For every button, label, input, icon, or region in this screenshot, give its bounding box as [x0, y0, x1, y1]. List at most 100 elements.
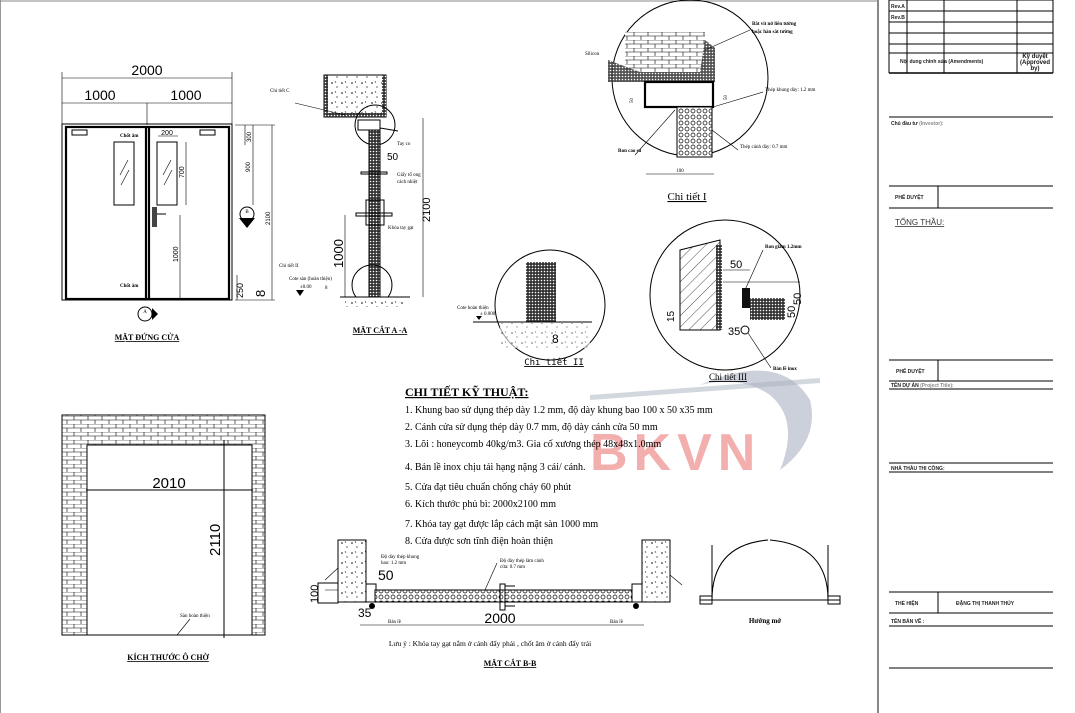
dim-height: 2100 [266, 211, 272, 225]
core-label-1: Giấy tổ ong [397, 172, 421, 178]
dim-50a: 50 [630, 98, 635, 104]
bolt-label-bottom: Chốt âm [120, 284, 139, 289]
opening-title: KÍCH THƯỚC Ô CHỜ [127, 652, 209, 662]
detail-iii-title: Chi tiết III [709, 372, 747, 382]
dim-35: 35 [728, 326, 740, 338]
spec-item: 7. Khóa tay gạt được lắp cách mặt sàn 10… [405, 519, 598, 530]
dim-50: 50 [730, 259, 742, 271]
section-bb-note: Lưu ý : Khóa tay gạt nằm ở cánh đẩy phải… [389, 639, 591, 648]
detail-ii: Cote hoàn thiện ± 0.000 8 Chi tiết II [457, 249, 606, 368]
level-label: ±0.00 [300, 285, 312, 290]
drawing-name-label: TÊN BẢN VẼ : [891, 617, 925, 625]
spec-item: 5. Cửa đạt tiêu chuẩn chống cháy 60 phút [405, 482, 571, 493]
dim-floor-gap: 8 [325, 286, 328, 291]
silicon-label: Silicon [585, 52, 600, 57]
elevation-title: MẶT ĐỨNG CỬA [115, 332, 180, 342]
opening-width: 2010 [152, 475, 185, 492]
swing-direction: Hướng mở [699, 539, 841, 625]
detail-c-label: Chi tiết C [270, 89, 290, 94]
frame-steel-label: Thép khung dày: 1.2 mm [765, 88, 816, 93]
dim-section-height: 2100 [421, 198, 433, 222]
section-b-b: 2000 50 35 100 Độ dày thép khung bao: 1.… [309, 539, 683, 668]
dim-window-height: 700 [179, 166, 186, 178]
dim-right-leaf: 1000 [170, 87, 201, 103]
dim-top: 300 [247, 131, 253, 142]
dim-total-width: 2000 [131, 62, 162, 78]
approved-header: Kỹ duyệt (Approved by) [1020, 54, 1050, 73]
anchor-label-1: Bắt vít nở liên tường [752, 21, 797, 27]
dim-frame-100: 100 [309, 585, 321, 603]
detail-ii-label: Chi tiết II [279, 264, 299, 269]
frame-gasket-label: Ron giảm 1.2mm [765, 245, 802, 250]
dim-door-width: 2000 [484, 610, 515, 626]
specs-heading: CHI TIẾT KỸ THUẬT: [405, 384, 528, 399]
dim-50b: 50 [724, 95, 729, 101]
detail-i-title: Chi tiết I [667, 191, 706, 203]
dim-bottom: 250 [235, 283, 245, 298]
frame-steel-note-1: Độ dày thép khung [381, 555, 420, 560]
opening-height: 2110 [207, 524, 224, 556]
section-a-a: Chi tiết C Tay co 50 Giấy tổ ong cách nh… [270, 74, 433, 335]
lock-label: Khóa tay gạt [388, 226, 414, 231]
spec-item: 2. Cánh cửa sử dụng thép dày 0.7 mm, độ … [405, 422, 658, 433]
swing-title: Hướng mở [749, 617, 781, 625]
dim-gap: 8 [552, 332, 559, 346]
spec-item: 8. Cửa được sơn tĩnh điện hoàn thiện [405, 536, 553, 547]
floor-level-label: Cote hoàn thiện [457, 306, 489, 311]
investor-label: Chủ đầu tư (Investor): [891, 121, 944, 127]
section-bb-title: MẶT CẮT B-B [484, 658, 537, 668]
dim-50b: 50 [786, 306, 798, 318]
technical-specs: CHI TIẾT KỸ THUẬT: 1. Khung bao sử dụng … [405, 384, 713, 547]
door-elevation: 2000 1000 1000 Chốt âm Chốt âm 200 700 1… [61, 62, 275, 342]
bolt-label-top: Chốt âm [120, 134, 139, 139]
spec-item: 3. Lõi : honeycomb 40kg/m3. Gia cố xương… [405, 439, 661, 450]
revision-header: Nội dung chỉnh sửa (Amendments) [900, 59, 984, 65]
dim-leaf-thickness: 50 [387, 152, 399, 163]
project-title-label: TÊN DỰ ÁN (Project Title): [891, 381, 954, 389]
spec-item: 6. Kích thước phủ bì: 2000x2100 mm [405, 499, 556, 510]
dim-900: 900 [246, 161, 252, 172]
opening-size: 2010 2110 Sàn hoàn thiện KÍCH THƯỚC Ô CH… [61, 414, 266, 662]
dim-left-leaf: 1000 [84, 87, 115, 103]
watermark-text: BKVN [590, 424, 761, 482]
closer-label: Tay co [397, 142, 411, 147]
hinge-left-label: Bản lề [388, 620, 402, 625]
section-aa-title: MẶT CẮT A -A [353, 325, 408, 335]
detail-i: Silicon Bắt vít nở liên tường hoặc hàn s… [585, 0, 816, 203]
gasket-label: Ron cao su [618, 149, 642, 154]
drawn-by-label: THỂ HIỆN [895, 599, 919, 607]
leaf-steel-note-1: Độ dày thép làm cánh [500, 559, 544, 564]
leaf-steel-label: Thép cánh dày: 0.7 mm [740, 145, 787, 150]
dim-frame-depth: 50 [378, 567, 394, 583]
dim-15: 15 [666, 310, 677, 322]
hinge-right-label: Bản lề [610, 620, 624, 625]
dim-frame-35: 35 [358, 606, 372, 620]
frame-steel-note-2: bao: 1.2 mm [381, 561, 406, 566]
dim-50c: 50 [792, 293, 804, 305]
sheet-frame [0, 0, 879, 713]
leaf-steel-note-2: cửa: 0.7 mm [500, 565, 525, 570]
rev-b: Rev.B [891, 15, 905, 21]
section-b-letter: B [245, 210, 249, 215]
finished-floor-label: Sàn hoàn thiện [180, 614, 210, 619]
title-block: Rev.A Rev.B Nội dung chỉnh sửa (Amendmen… [888, 0, 1054, 669]
spec-item: 4. Bản lề inox chịu tải hạng nặng 3 cái/… [405, 462, 586, 473]
floor-label: Cote sàn (hoàn thiện) [289, 277, 332, 282]
dim-lock-height: 1000 [331, 239, 346, 268]
dim-window-width-label: 200 [161, 130, 173, 137]
contractor-label: NHÀ THẦU THI CÔNG: [891, 464, 945, 472]
rev-a: Rev.A [891, 4, 905, 10]
bkvn-watermark: BKVN [590, 370, 820, 482]
core-label-2: cách nhiệt [397, 180, 418, 185]
dim-handle-height: 1000 [173, 246, 180, 262]
drawn-by-name: ĐẶNG THỊ THANH THÚY [956, 600, 1015, 607]
detail-iii: 50 15 35 50 50 Ron giảm 1.2mm Bản lề ino… [649, 219, 804, 382]
dim-gap: 8 [253, 290, 268, 297]
anchor-label-2: hoặc hàn sắt tường [752, 29, 793, 35]
spec-item: 1. Khung bao sử dụng thép dày 1.2 mm, độ… [405, 405, 713, 416]
detail-ii-title: Chi tiết II [524, 357, 584, 368]
floor-level-value: ± 0.000 [480, 312, 496, 317]
approval-label-1: PHÊ DUYỆT [895, 193, 924, 201]
hinge-label: Bản lề inox [773, 367, 797, 372]
